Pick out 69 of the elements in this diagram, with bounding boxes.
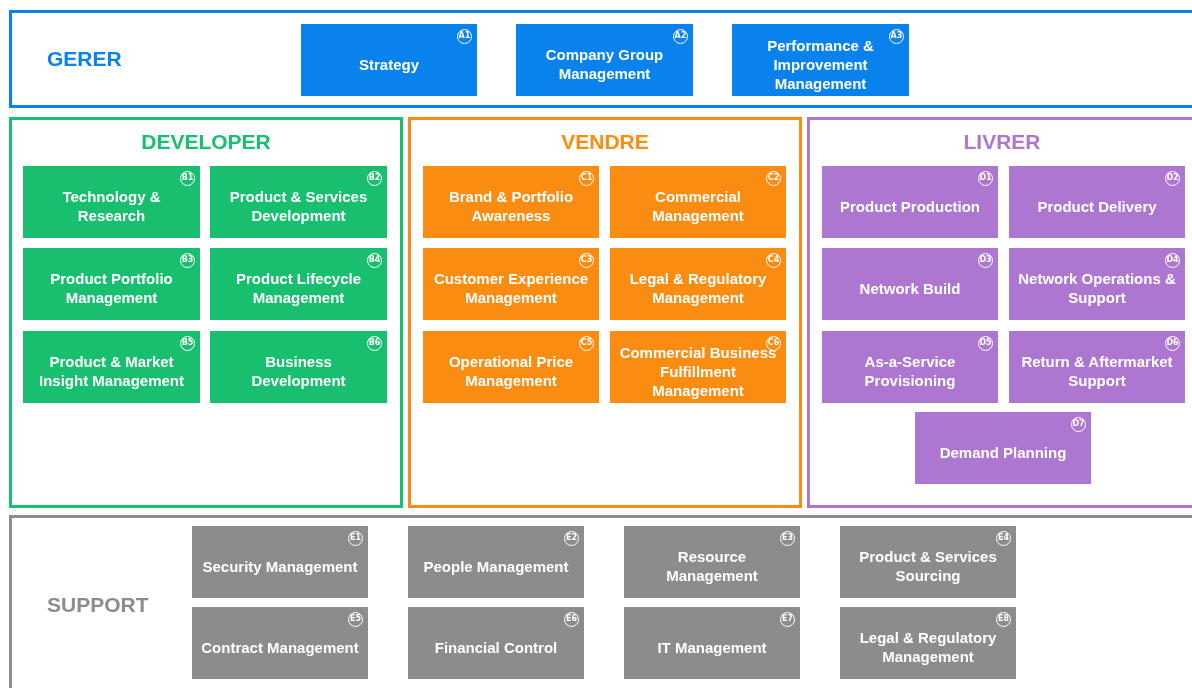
capability-label: Product & Services Development — [228, 187, 369, 225]
capability-label: Product & Services Sourcing — [858, 547, 998, 585]
capability-label: Technology & Research — [61, 187, 162, 225]
capability-label: Commercial Management — [651, 187, 745, 225]
capability-label: Business Development — [250, 352, 347, 390]
capability-box — [192, 526, 368, 598]
group-title: LIVRER — [962, 130, 1042, 154]
capability-box — [408, 607, 584, 679]
capability-box — [210, 166, 387, 238]
capability-box — [423, 331, 599, 403]
capability-label: Operational Price Management — [447, 352, 575, 390]
capability-label: Network Build — [858, 278, 962, 298]
capability-box — [1009, 248, 1185, 320]
capability-label: Legal & Regulatory Management — [858, 628, 998, 666]
capability-label: Financial Control — [433, 637, 559, 657]
capability-box — [516, 24, 693, 96]
capability-box — [624, 607, 800, 679]
capability-box — [822, 331, 998, 403]
capability-label: Product Production — [839, 196, 981, 216]
capability-label: Company Group Management — [544, 45, 665, 83]
capability-box — [822, 166, 998, 238]
group-title: SUPPORT — [47, 593, 149, 617]
capability-label: Demand Planning — [938, 442, 1068, 462]
capability-label: Customer Experience Management — [432, 269, 590, 307]
group-panel — [9, 117, 403, 508]
capability-label: Resource Management — [665, 547, 759, 585]
capability-label: Product Delivery — [1036, 196, 1158, 216]
group-title: GERER — [47, 47, 122, 71]
capability-box — [610, 331, 786, 403]
capability-box — [301, 24, 477, 96]
group-title: VENDRE — [560, 130, 650, 154]
capability-box — [624, 526, 800, 598]
capability-box — [408, 526, 584, 598]
capability-label: As-a-Service Provisioning — [863, 352, 957, 390]
capability-label: Contract Management — [200, 637, 360, 657]
capability-box — [610, 248, 786, 320]
group-title: DEVELOPER — [140, 130, 272, 154]
capability-box — [610, 166, 786, 238]
capability-box — [192, 607, 368, 679]
capability-box — [210, 248, 387, 320]
capability-box — [210, 331, 387, 403]
capability-box — [915, 412, 1091, 484]
capability-box — [23, 248, 200, 320]
group-panel — [807, 117, 1192, 508]
capability-label: Brand & Portfolio Awareness — [447, 187, 575, 225]
capability-box — [1009, 166, 1185, 238]
capability-box — [732, 24, 909, 96]
capability-box — [23, 331, 200, 403]
capability-label: Product Portfolio Management — [49, 269, 174, 307]
capability-box — [822, 248, 998, 320]
capability-label: Strategy — [358, 54, 420, 74]
capability-label: Legal & Regulatory Management — [628, 269, 768, 307]
capability-label: IT Management — [656, 637, 768, 657]
capability-label: Product & Market Insight Management — [38, 352, 185, 390]
capability-box — [840, 526, 1016, 598]
capability-label: Return & Aftermarket Support — [1020, 352, 1174, 390]
capability-label: People Management — [422, 556, 570, 576]
group-panel — [9, 515, 1192, 688]
capability-box — [23, 166, 200, 238]
capability-label: Network Operations & Support — [1017, 269, 1177, 307]
capability-box — [1009, 331, 1185, 403]
group-panel — [9, 10, 1192, 108]
capability-box — [840, 607, 1016, 679]
capability-box — [423, 166, 599, 238]
capability-label: Product Lifecycle Management — [234, 269, 362, 307]
capability-label: Security Management — [201, 556, 359, 576]
capability-box — [423, 248, 599, 320]
group-panel — [408, 117, 802, 508]
capability-label: Performance & Improvement Management — [766, 35, 875, 93]
